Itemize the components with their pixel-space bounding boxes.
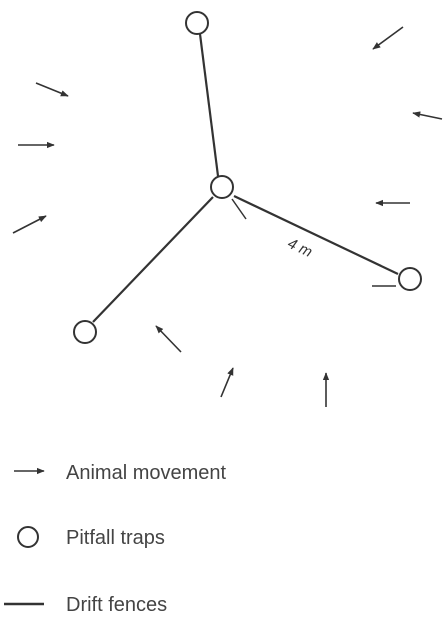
legend-item-drift-fences: Drift fences [4,594,167,616]
legend-label-pitfall-traps: Pitfall traps [66,527,165,549]
legend-item-pitfall-traps: Pitfall traps [17,526,165,549]
animal-movement-arrow [372,26,404,50]
fence-length-label: 4 m [285,235,315,261]
legend-label-animal-movement: Animal movement [66,462,227,484]
drift-fences [92,33,399,323]
dimension-marker [231,198,396,287]
legend-label-drift-fences: Drift fences [66,594,167,616]
legend-item-animal-movement: Animal movement [14,462,227,484]
animal-movement-arrow [35,82,69,97]
pitfall-trap-center [210,175,234,199]
animal-movement-arrow [220,367,234,398]
animal-movement-arrow [412,111,443,120]
pitfall-trap-east [398,267,422,291]
drift-fence-east [233,195,399,275]
pitfall-trap-north [185,11,209,35]
animal-movement-arrow [155,325,182,353]
animal-movement-arrows [12,26,443,407]
pitfall-traps [73,11,422,344]
legend: Animal movement Pitfall traps Drift fenc… [4,462,227,616]
animal-movement-arrow [12,215,47,234]
drift-fence-north [198,33,220,177]
pitfall-trap-southwest [73,320,97,344]
dimension-tick-center [231,198,247,220]
drift-fence-southwest [92,196,214,323]
legend-trap-icon [17,526,39,548]
